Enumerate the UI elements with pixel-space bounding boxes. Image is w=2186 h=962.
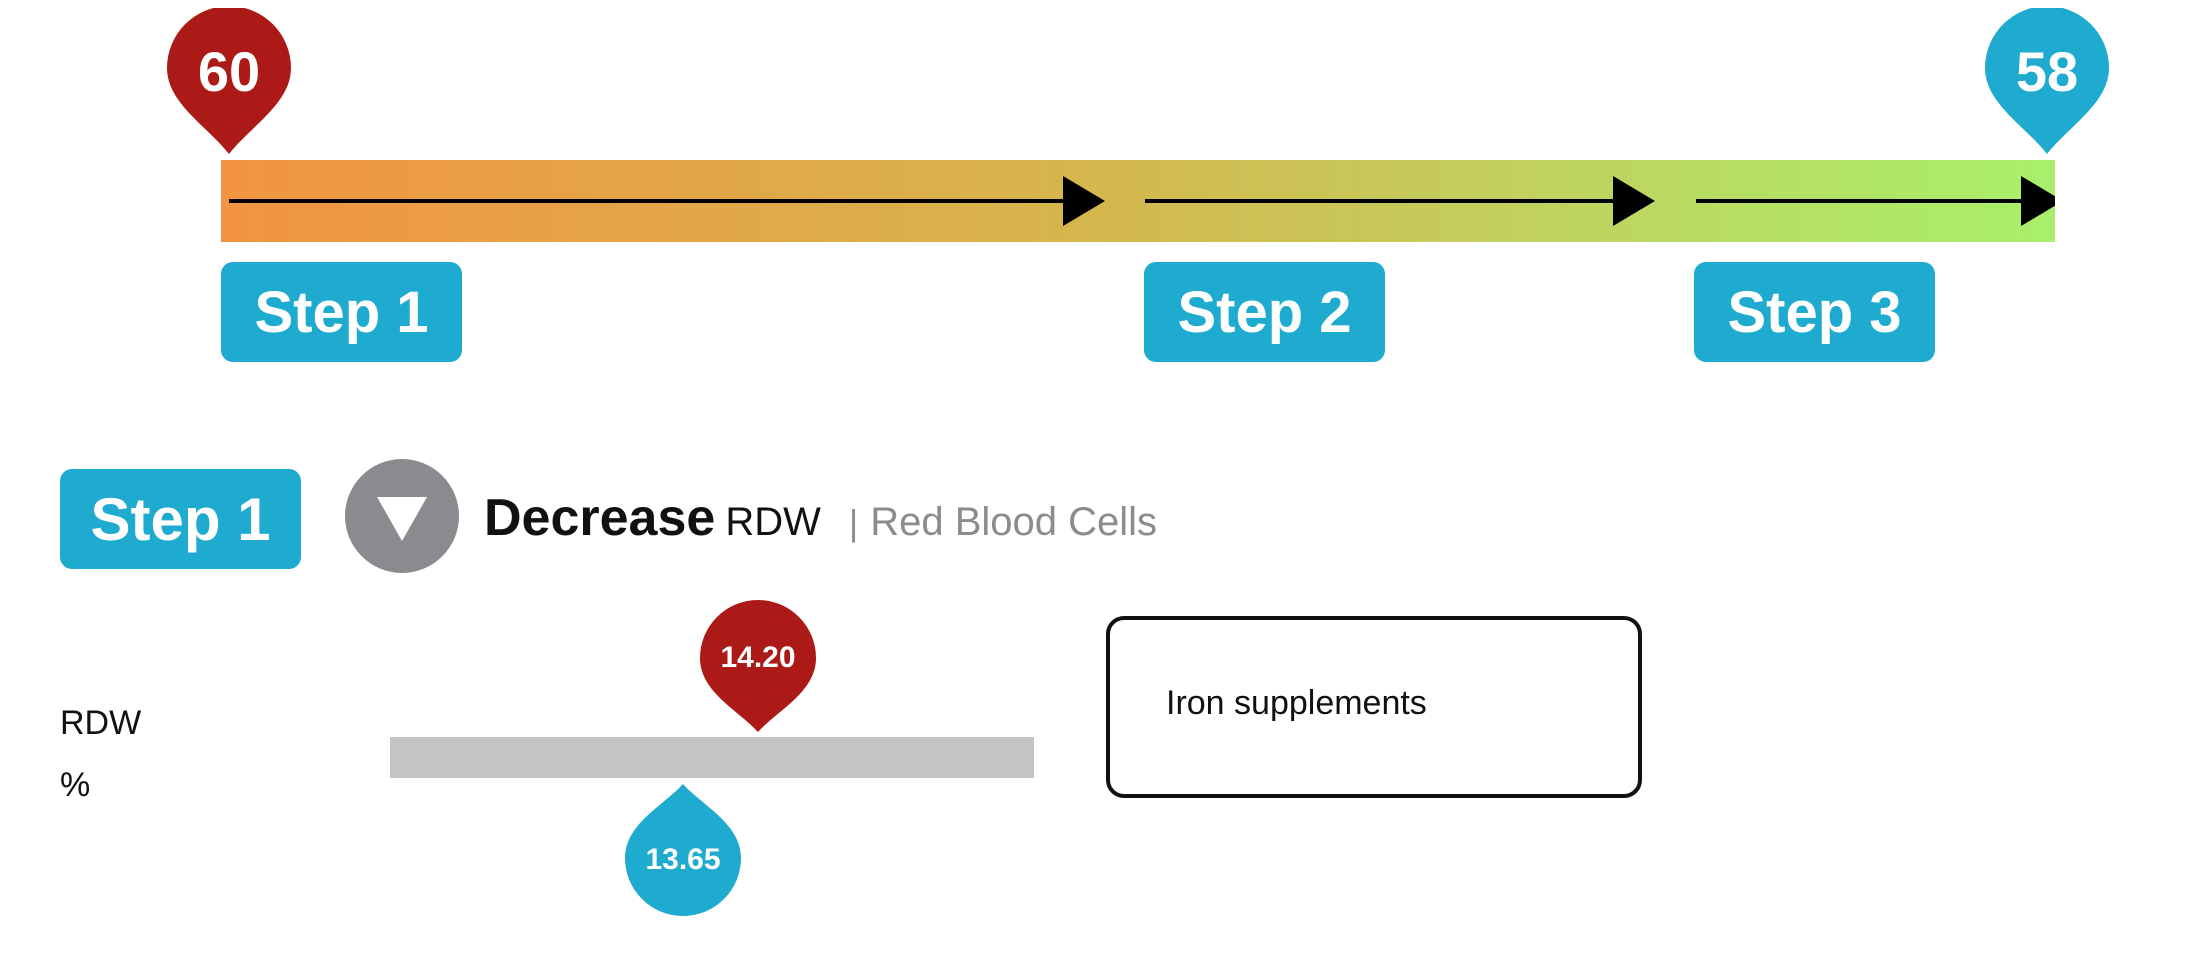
current-value: 14.20 [720,641,796,674]
current-step-badge: Step 1 [60,469,301,569]
progress-arrows [229,176,2055,226]
end-score-pin-icon [1985,8,2109,154]
end-score: 58 [2015,40,2079,103]
metric-range-bar [390,737,1034,778]
current-value-pin-icon [700,600,816,732]
heading-separator: | [848,502,859,543]
step-1-button[interactable]: Step 1 [221,262,462,362]
recommendation-card[interactable] [1106,616,1642,798]
arrow-step-2-icon [1145,176,1655,226]
step-category: Red Blood Cells [870,500,1158,544]
metric-unit: % [60,766,91,804]
start-score: 60 [197,40,261,103]
triangle-down-icon [345,459,459,573]
step-heading: Decrease RDW | Red Blood Cells [484,488,1157,552]
step-metric: RDW [725,500,821,544]
arrow-step-3-icon [1696,176,2055,226]
start-score-pin-icon [167,8,291,154]
metric-name: RDW [60,704,142,742]
target-value-pin-icon [625,784,741,916]
step-3-button[interactable]: Step 3 [1694,262,1935,362]
target-value: 13.65 [645,843,721,876]
step-action: Decrease [484,489,716,547]
step-2-button[interactable]: Step 2 [1144,262,1385,362]
arrow-step-1-icon [229,176,1105,226]
recommendation-text: Iron supplements [1166,684,1427,722]
